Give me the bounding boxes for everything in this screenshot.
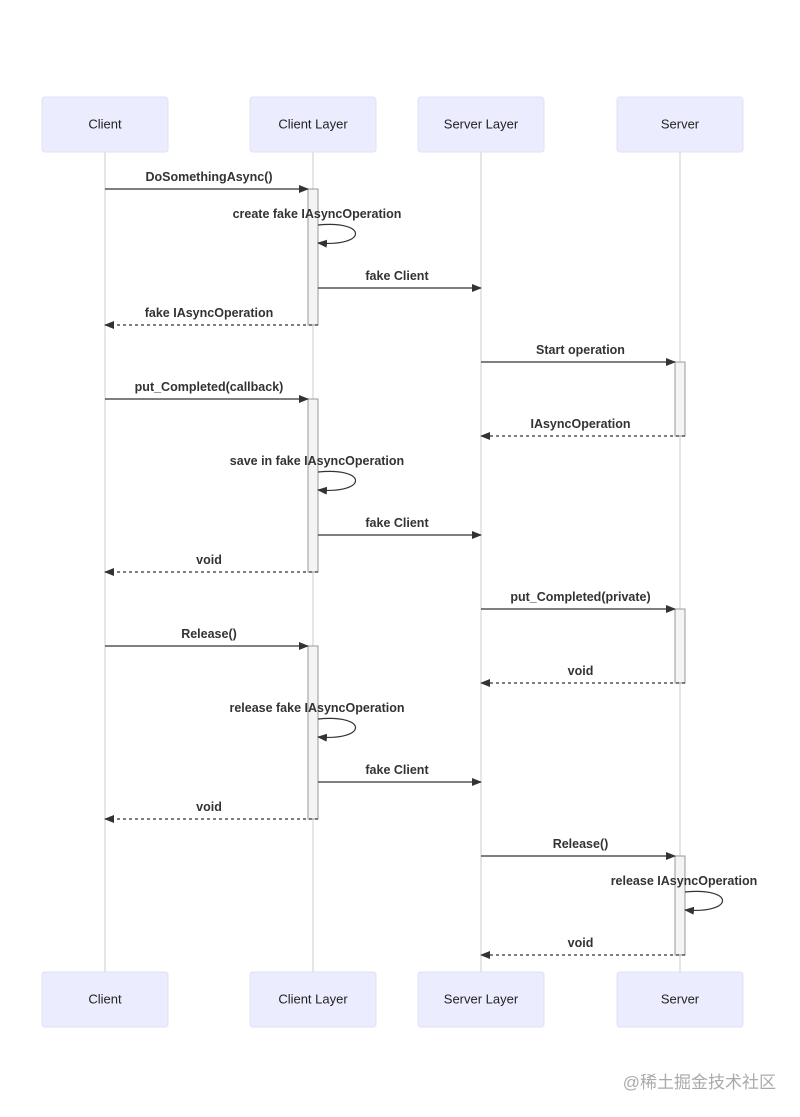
self-message-arrow bbox=[684, 890, 724, 915]
message-label: save in fake IAsyncOperation bbox=[230, 454, 404, 468]
message-label: fake Client bbox=[365, 516, 429, 530]
activation-bar bbox=[307, 398, 319, 573]
message-label: DoSomethingAsync() bbox=[145, 170, 272, 184]
actor-top-client: Client bbox=[41, 96, 169, 153]
message-label: Start operation bbox=[536, 343, 625, 357]
message-label: put_Completed(callback) bbox=[135, 380, 284, 394]
message: Release() bbox=[105, 627, 309, 650]
actor-top-client-layer: Client Layer bbox=[249, 96, 377, 153]
message: void bbox=[104, 800, 318, 823]
actor-label: Client bbox=[88, 116, 122, 131]
message: Release() bbox=[481, 837, 676, 860]
message: fake Client bbox=[318, 269, 482, 292]
activation-bar bbox=[674, 361, 686, 437]
actor-bottom-client: Client bbox=[41, 971, 169, 1028]
message: Start operation bbox=[481, 343, 676, 366]
message: fake IAsyncOperation bbox=[104, 306, 318, 329]
message-label: Release() bbox=[553, 837, 609, 851]
actor-bottom-client-layer: Client Layer bbox=[249, 971, 377, 1028]
message: put_Completed(callback) bbox=[105, 380, 309, 403]
message: release fake IAsyncOperation bbox=[229, 701, 405, 742]
message-label: put_Completed(private) bbox=[510, 590, 650, 604]
self-message-arrow bbox=[317, 717, 357, 742]
message: release IAsyncOperation bbox=[611, 874, 758, 915]
message-label: void bbox=[568, 936, 594, 950]
message-label: Release() bbox=[181, 627, 237, 641]
message-label: IAsyncOperation bbox=[530, 417, 630, 431]
self-message-arrow bbox=[317, 470, 357, 495]
message: put_Completed(private) bbox=[481, 590, 676, 613]
message-label: release IAsyncOperation bbox=[611, 874, 758, 888]
message: void bbox=[480, 664, 685, 687]
self-message-arrow bbox=[317, 223, 357, 248]
actor-label: Client Layer bbox=[278, 116, 348, 131]
actor-bottom-server-layer: Server Layer bbox=[417, 971, 545, 1028]
message-label: void bbox=[196, 800, 222, 814]
message: void bbox=[104, 553, 318, 576]
message: create fake IAsyncOperation bbox=[233, 207, 402, 248]
message: void bbox=[480, 936, 685, 959]
actor-label: Client Layer bbox=[278, 991, 348, 1006]
actor-bottom-server: Server bbox=[616, 971, 744, 1028]
message-label: fake Client bbox=[365, 269, 429, 283]
message: save in fake IAsyncOperation bbox=[230, 454, 404, 495]
actor-label: Server bbox=[661, 116, 700, 131]
message-label: void bbox=[196, 553, 222, 567]
message-label: fake IAsyncOperation bbox=[145, 306, 274, 320]
message: fake Client bbox=[318, 763, 482, 786]
activation-bar bbox=[674, 855, 686, 956]
activation-bar bbox=[307, 645, 319, 820]
message-label: fake Client bbox=[365, 763, 429, 777]
actor-top-server: Server bbox=[616, 96, 744, 153]
watermark: @稀土掘金技术社区 bbox=[622, 1073, 776, 1092]
message: DoSomethingAsync() bbox=[105, 170, 309, 193]
activation-bar bbox=[307, 188, 319, 326]
activation-bar bbox=[674, 608, 686, 684]
message: IAsyncOperation bbox=[480, 417, 685, 440]
message-label: create fake IAsyncOperation bbox=[233, 207, 402, 221]
actor-label: Server Layer bbox=[444, 116, 519, 131]
message: fake Client bbox=[318, 516, 482, 539]
actor-label: Client bbox=[88, 991, 122, 1006]
actor-label: Server bbox=[661, 991, 700, 1006]
message-label: release fake IAsyncOperation bbox=[229, 701, 404, 715]
message-label: void bbox=[568, 664, 594, 678]
actor-label: Server Layer bbox=[444, 991, 519, 1006]
actor-top-server-layer: Server Layer bbox=[417, 96, 545, 153]
